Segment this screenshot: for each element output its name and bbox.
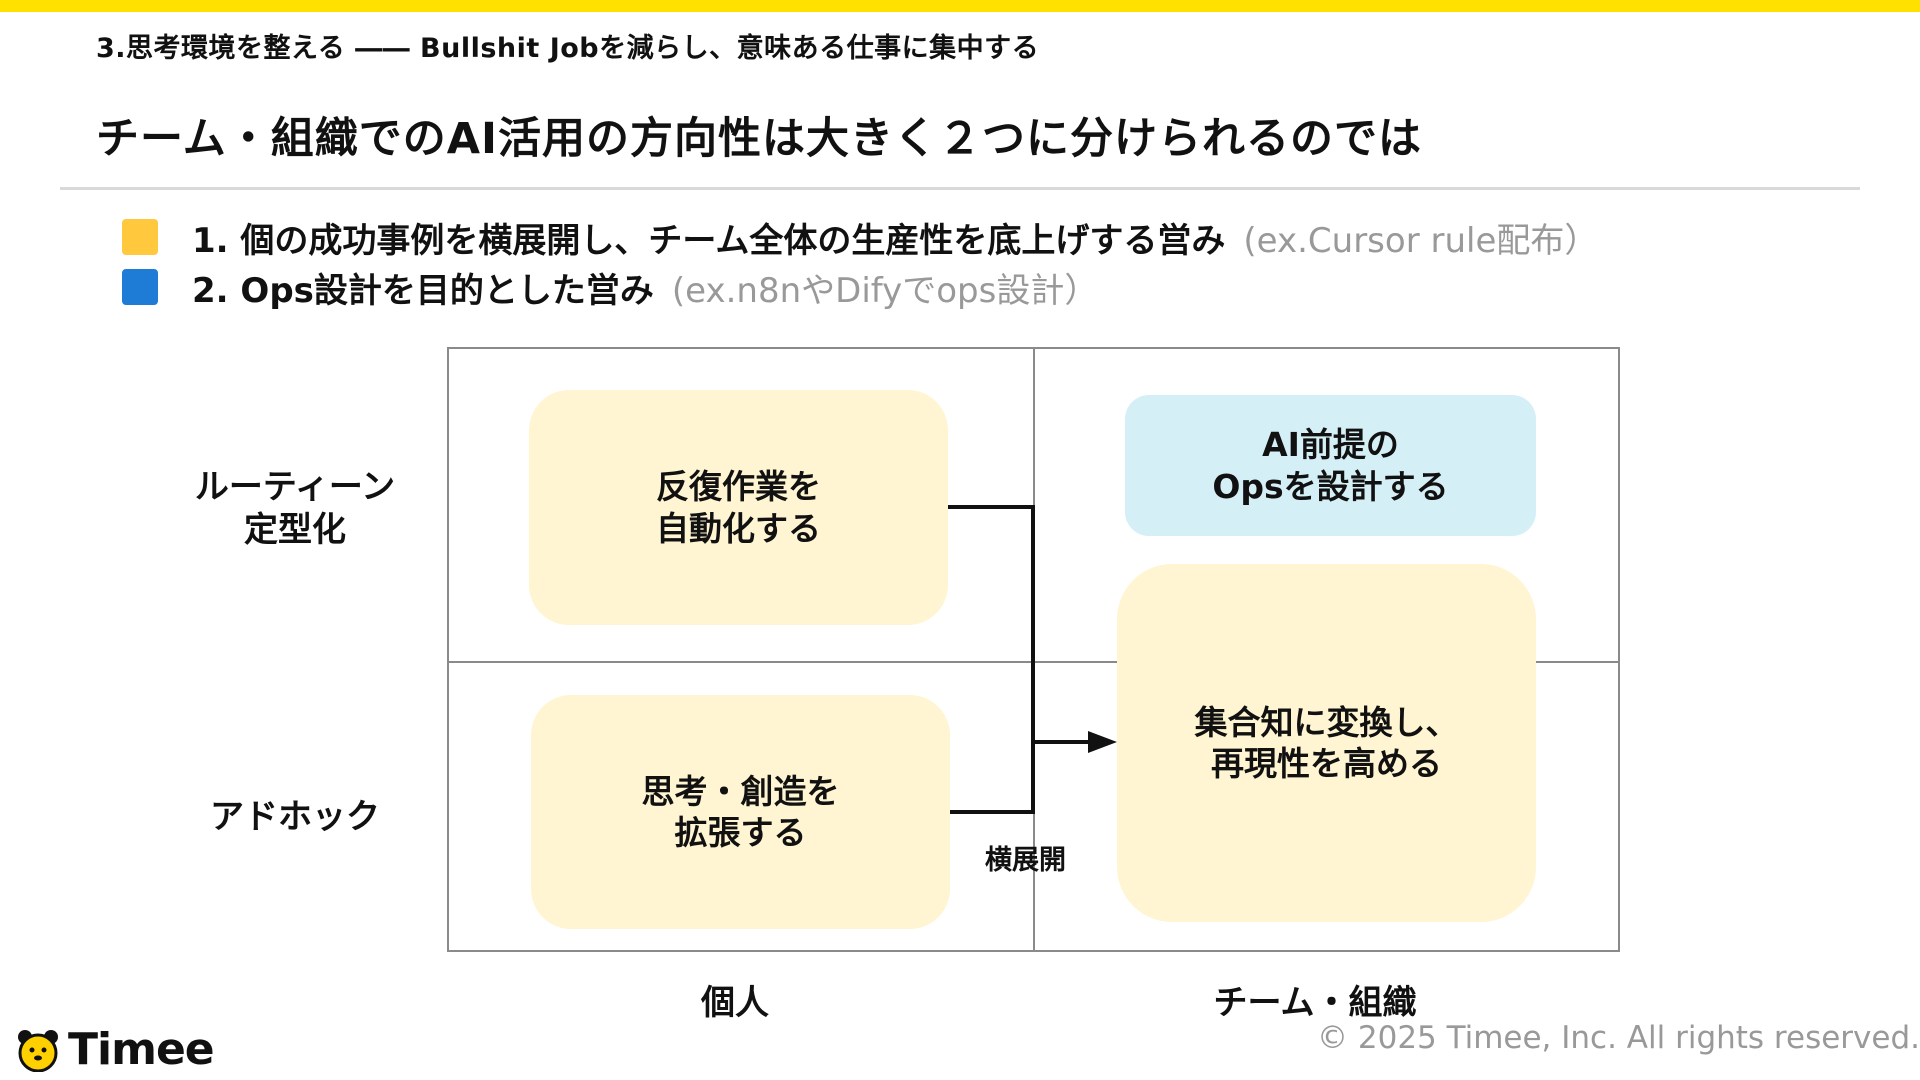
breadcrumb: 3.思考環境を整える ―― Bullshit Jobを減らし、意味ある仕事に集中… [96,33,1040,64]
arrow-label: 横展開 [985,845,1066,876]
timee-logo: Timee [16,1024,215,1075]
title-divider [60,187,1860,190]
connector-line-bottom [950,742,1035,814]
arrow-head-icon [1088,731,1117,753]
box-automate-repetitive: 反復作業を 自動化する [529,390,948,625]
copyright: © 2025 Timee, Inc. All rights reserved. [1317,1020,1920,1056]
bullet-item-1: 1. 個の成功事例を横展開し、チーム全体の生産性を底上げする営み (ex.Cur… [122,212,1598,262]
column-label-individual: 個人 [701,983,769,1023]
connector-line-top [948,505,1035,742]
bullet-text: 1. 個の成功事例を横展開し、チーム全体の生産性を底上げする営み [192,220,1226,261]
row-label-routine: ルーティーン 定型化 [194,467,396,550]
yellow-square-icon [122,219,158,255]
bullet-list: 1. 個の成功事例を横展開し、チーム全体の生産性を底上げする営み (ex.Cur… [122,212,1598,312]
page-title: チーム・組織でのAI活用の方向性は大きく２つに分けられるのでは [96,114,1422,164]
bullet-example: (ex.Cursor rule配布） [1243,220,1599,261]
timee-mascot-icon [18,1029,58,1072]
box-extend-thinking: 思考・創造を 拡張する [531,695,950,929]
box-collective-knowledge: 集合知に変換し、 再現性を高める [1117,564,1536,922]
logo-text: Timee [68,1024,215,1075]
bullet-example: (ex.n8nやDifyでops設計） [671,270,1099,311]
bullet-item-2: 2. Ops設計を目的とした営み (ex.n8nやDifyでops設計） [122,262,1598,312]
bullet-text: 2. Ops設計を目的とした営み [192,270,654,311]
box-design-ops: AI前提の Opsを設計する [1125,395,1536,536]
accent-bar [0,0,1920,12]
column-label-team: チーム・組織 [1213,983,1417,1023]
row-label-adhoc: アドホック [210,797,380,837]
blue-square-icon [122,269,158,305]
